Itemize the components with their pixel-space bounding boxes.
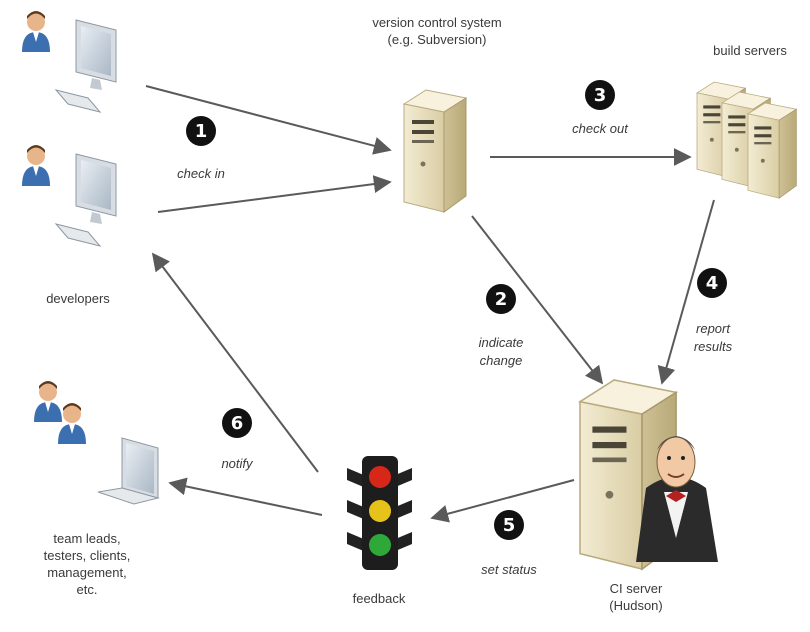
step-3-label: check out <box>572 121 628 136</box>
vcs-server-icon <box>403 89 467 213</box>
step-6-badge: 6 <box>222 408 252 438</box>
step-4-label-line2: results <box>693 339 733 354</box>
team-label: team leads, testers, clients, management… <box>22 530 152 598</box>
ci-server-label-line2: (Hudson) <box>609 598 663 613</box>
build-servers-icon <box>696 81 797 199</box>
team-label-line3: management, <box>47 565 127 580</box>
step-6-label: notify <box>221 456 253 471</box>
vcs-label-line1: version control system <box>372 15 502 30</box>
red-light <box>369 466 391 488</box>
step-2-label-line1: indicate <box>478 335 524 350</box>
arrow-feedback-to-developers <box>151 252 319 473</box>
team-label-line2: testers, clients, <box>43 548 131 563</box>
vcs-label-line2: (e.g. Subversion) <box>387 32 487 47</box>
traffic-light-icon <box>347 456 412 570</box>
butler-icon <box>636 436 718 562</box>
build-servers-label: build servers <box>713 43 787 58</box>
arrow-indicate-change <box>471 215 604 385</box>
arrow-notify <box>168 477 323 516</box>
arrow-report-results <box>657 199 715 385</box>
step-4-badge: 4 <box>697 268 727 298</box>
feedback-label: feedback <box>352 591 406 606</box>
ci-server-label: CI server (Hudson) <box>586 580 686 614</box>
developer-workstation-2 <box>22 145 117 247</box>
team-icon <box>34 381 160 505</box>
step-4-label-line1: report <box>696 321 730 336</box>
computer-icon <box>55 153 117 247</box>
step-5-badge: 5 <box>494 510 524 540</box>
arrows <box>145 85 715 523</box>
step-3-badge: 3 <box>585 80 615 110</box>
person-icon <box>22 11 50 52</box>
step-2-label-line2: change <box>479 353 523 368</box>
step-2-badge: 2 <box>486 284 516 314</box>
person-icon <box>22 145 50 186</box>
developers-label: developers <box>46 291 110 306</box>
step-1-badge: 1 <box>186 116 216 146</box>
team-label-line1: team leads, <box>53 531 121 546</box>
step-4-label: report results <box>668 320 758 356</box>
yellow-light <box>369 500 391 522</box>
arrow-checkin-top <box>145 85 392 155</box>
green-light <box>369 534 391 556</box>
arrow-set-status <box>430 479 575 523</box>
developer-workstation-1 <box>22 11 117 113</box>
step-1-label: check in <box>177 166 225 181</box>
step-5-label: set status <box>481 562 537 577</box>
step-2-label: indicate change <box>456 334 546 370</box>
team-label-line4: etc. <box>76 582 98 597</box>
arrow-checkin-bottom <box>157 175 392 213</box>
vcs-label: version control system (e.g. Subversion) <box>352 14 522 48</box>
ci-server-label-line1: CI server <box>609 581 663 596</box>
computer-icon <box>55 19 117 113</box>
